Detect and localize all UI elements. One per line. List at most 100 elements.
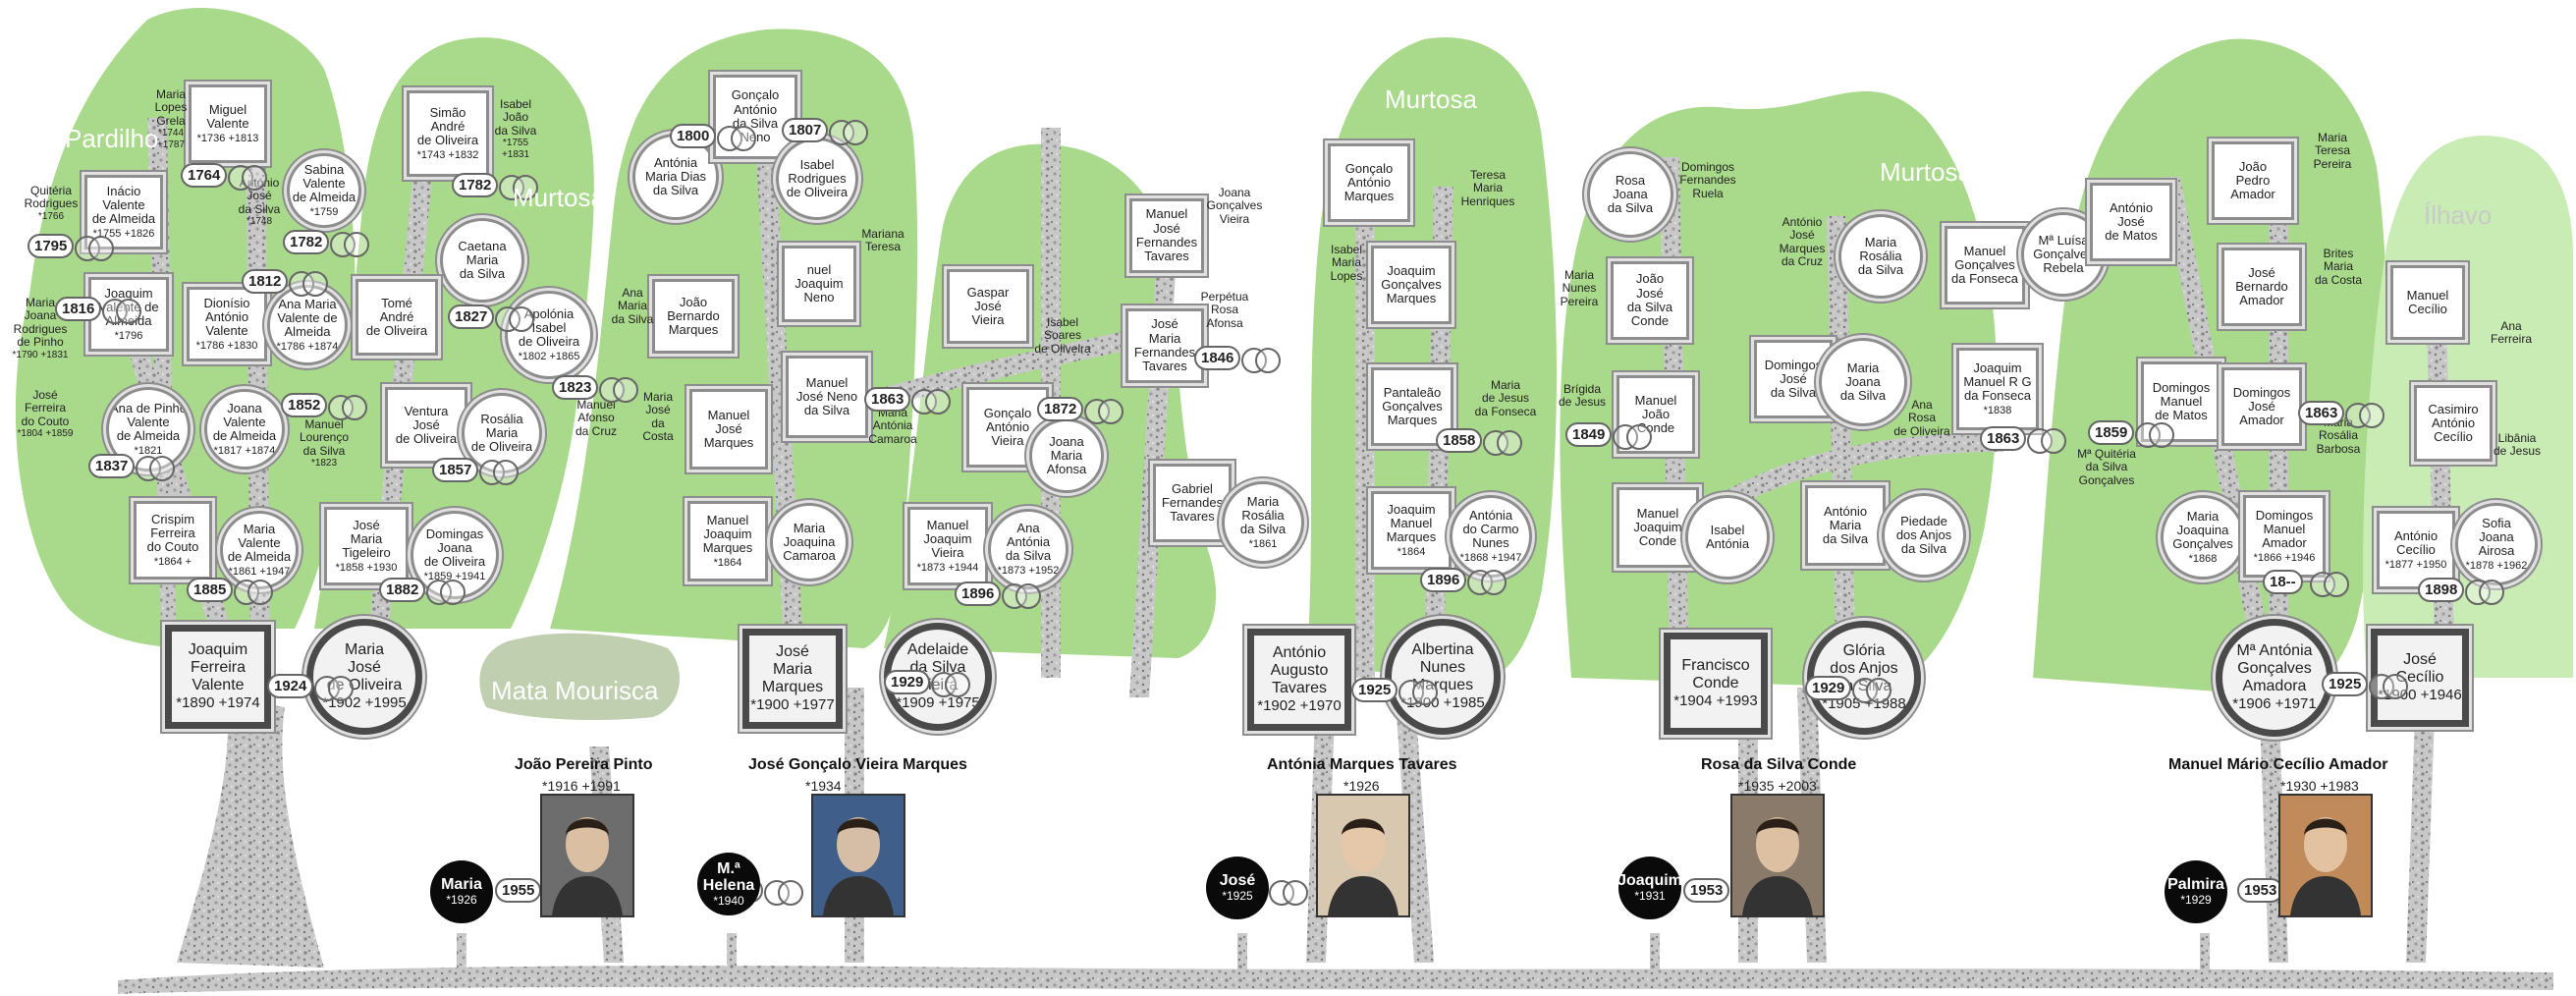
wedding-rings-icon bbox=[778, 880, 803, 906]
person-name-line: Nunes bbox=[1419, 658, 1466, 676]
person-name-line: Ferreira bbox=[150, 525, 195, 540]
marriage-year-badge: 1795 bbox=[27, 234, 75, 258]
person-name-line: Joana bbox=[437, 539, 472, 555]
person-name-line: Isabel bbox=[531, 319, 567, 335]
wedding-rings-icon bbox=[2041, 428, 2066, 454]
person-name-line: da Silva bbox=[611, 311, 654, 326]
person-name-line: Gonçalves bbox=[2078, 472, 2135, 487]
person-name-line: Rosa bbox=[1907, 411, 1936, 425]
person-name-line: Camaroa bbox=[783, 548, 836, 564]
root-line bbox=[118, 966, 2553, 994]
person-name-line: Amadora bbox=[2242, 677, 2307, 694]
marriage-year-badge: 1896 bbox=[955, 581, 1002, 606]
wedding-rings-icon bbox=[247, 580, 273, 605]
marriage-year-badge: 1925 bbox=[1351, 678, 1398, 702]
person-name-line: Pedro bbox=[2235, 172, 2271, 188]
person-name-line: António bbox=[985, 418, 1030, 434]
person-name-line: Gonçalo bbox=[731, 87, 780, 103]
person-name-line: António bbox=[1272, 644, 1327, 662]
person-name-line: Nunes bbox=[1472, 535, 1509, 551]
person-name-line: Gonçalves bbox=[2237, 659, 2312, 677]
person-name-line: da Silva bbox=[1857, 262, 1904, 278]
person-name-line: Marques bbox=[761, 678, 824, 695]
person-name-line: Valente bbox=[205, 323, 248, 339]
person-name-line: Valente bbox=[302, 175, 346, 191]
region-label: Murtosa bbox=[1385, 84, 1477, 114]
person-name-line: Maria bbox=[793, 520, 826, 535]
marriage-year-badge: 1882 bbox=[379, 578, 426, 602]
person-name-line: da Silva bbox=[1607, 200, 1654, 216]
person-name-line: Maria bbox=[485, 424, 519, 440]
person-name-line: Maria bbox=[617, 299, 647, 313]
person-name-line: de Oliveira bbox=[786, 185, 849, 200]
person-name-line: Joaquim bbox=[1633, 519, 1682, 534]
person-name-line: Conde bbox=[1692, 674, 1739, 692]
person-name-line: da Silva bbox=[2085, 460, 2128, 474]
person-name-line: Amador bbox=[2262, 535, 2307, 551]
person-name-line: Joaquim bbox=[188, 641, 248, 659]
wedding-rings-icon bbox=[440, 580, 466, 605]
child-name: Maria bbox=[441, 876, 482, 894]
person-name-line: Manuel bbox=[706, 512, 749, 527]
person-name-line: Manuel bbox=[1636, 505, 1679, 521]
person-name-line: Fernandes bbox=[1133, 345, 1196, 360]
person-name-line: Isabel bbox=[1330, 243, 1363, 256]
wedding-rings-icon bbox=[1283, 880, 1308, 906]
person-name-line: Antónia bbox=[1705, 536, 1750, 551]
person-name-line: de Pinho bbox=[17, 335, 64, 350]
person-name-line: Domingas bbox=[425, 526, 484, 541]
person-dates: *1868 +1947 bbox=[1459, 552, 1522, 565]
person-name-line: José bbox=[1636, 285, 1664, 301]
person-name-line: da Silva bbox=[1005, 548, 1052, 564]
marriage-year-badge: 1852 bbox=[281, 393, 328, 417]
person-dates: *1736 +1813 bbox=[196, 133, 259, 145]
person-name-line: Ana bbox=[1911, 398, 1933, 412]
person-name-line: Teresa bbox=[864, 240, 902, 254]
person-name-line: José bbox=[32, 388, 58, 402]
person-dates: *1900 +1977 bbox=[750, 696, 835, 714]
person-name-line: Manuel bbox=[805, 374, 849, 390]
person-name-line: Pereira bbox=[1560, 294, 1599, 308]
person-name-line: Joaquina bbox=[2176, 522, 2229, 537]
wedding-rings-icon bbox=[242, 165, 267, 191]
person-name-line: da Silva bbox=[494, 123, 537, 138]
person-name-line: Sabina bbox=[303, 161, 345, 177]
person-name-line: Conde bbox=[1630, 313, 1670, 329]
marriage-year-badge: 1863 bbox=[2298, 401, 2345, 425]
person-name-line: João bbox=[2238, 158, 2268, 174]
person-name-line: Rosália bbox=[480, 411, 523, 426]
person-name-line: Maria bbox=[1246, 493, 1280, 509]
person-name-line: Valente de bbox=[277, 309, 338, 325]
person-name-line: Tavares bbox=[1142, 359, 1187, 374]
person-name-line: Tigeleiro bbox=[342, 545, 391, 561]
person-name-line: de Oliveira bbox=[518, 334, 580, 350]
person-name-line: nuel bbox=[806, 261, 832, 277]
person-name-line: Manuel bbox=[1963, 243, 2006, 258]
marriage-year-badge: 1896 bbox=[1420, 568, 1467, 592]
person-name-line: Teresa bbox=[1469, 168, 1507, 182]
person-name-line: João bbox=[1635, 271, 1665, 287]
person-name-line: Ana de Pinho bbox=[109, 400, 188, 415]
person-dates: *1909 +1975 bbox=[896, 694, 980, 712]
person-name-line: Joaquina bbox=[783, 533, 836, 549]
person-name-line: Henriques bbox=[1460, 194, 1515, 208]
marriage-year-badge: 18-- bbox=[2263, 570, 2303, 594]
canopy-pardilho bbox=[15, 8, 356, 648]
person-name-line: Domingos bbox=[2232, 384, 2291, 400]
